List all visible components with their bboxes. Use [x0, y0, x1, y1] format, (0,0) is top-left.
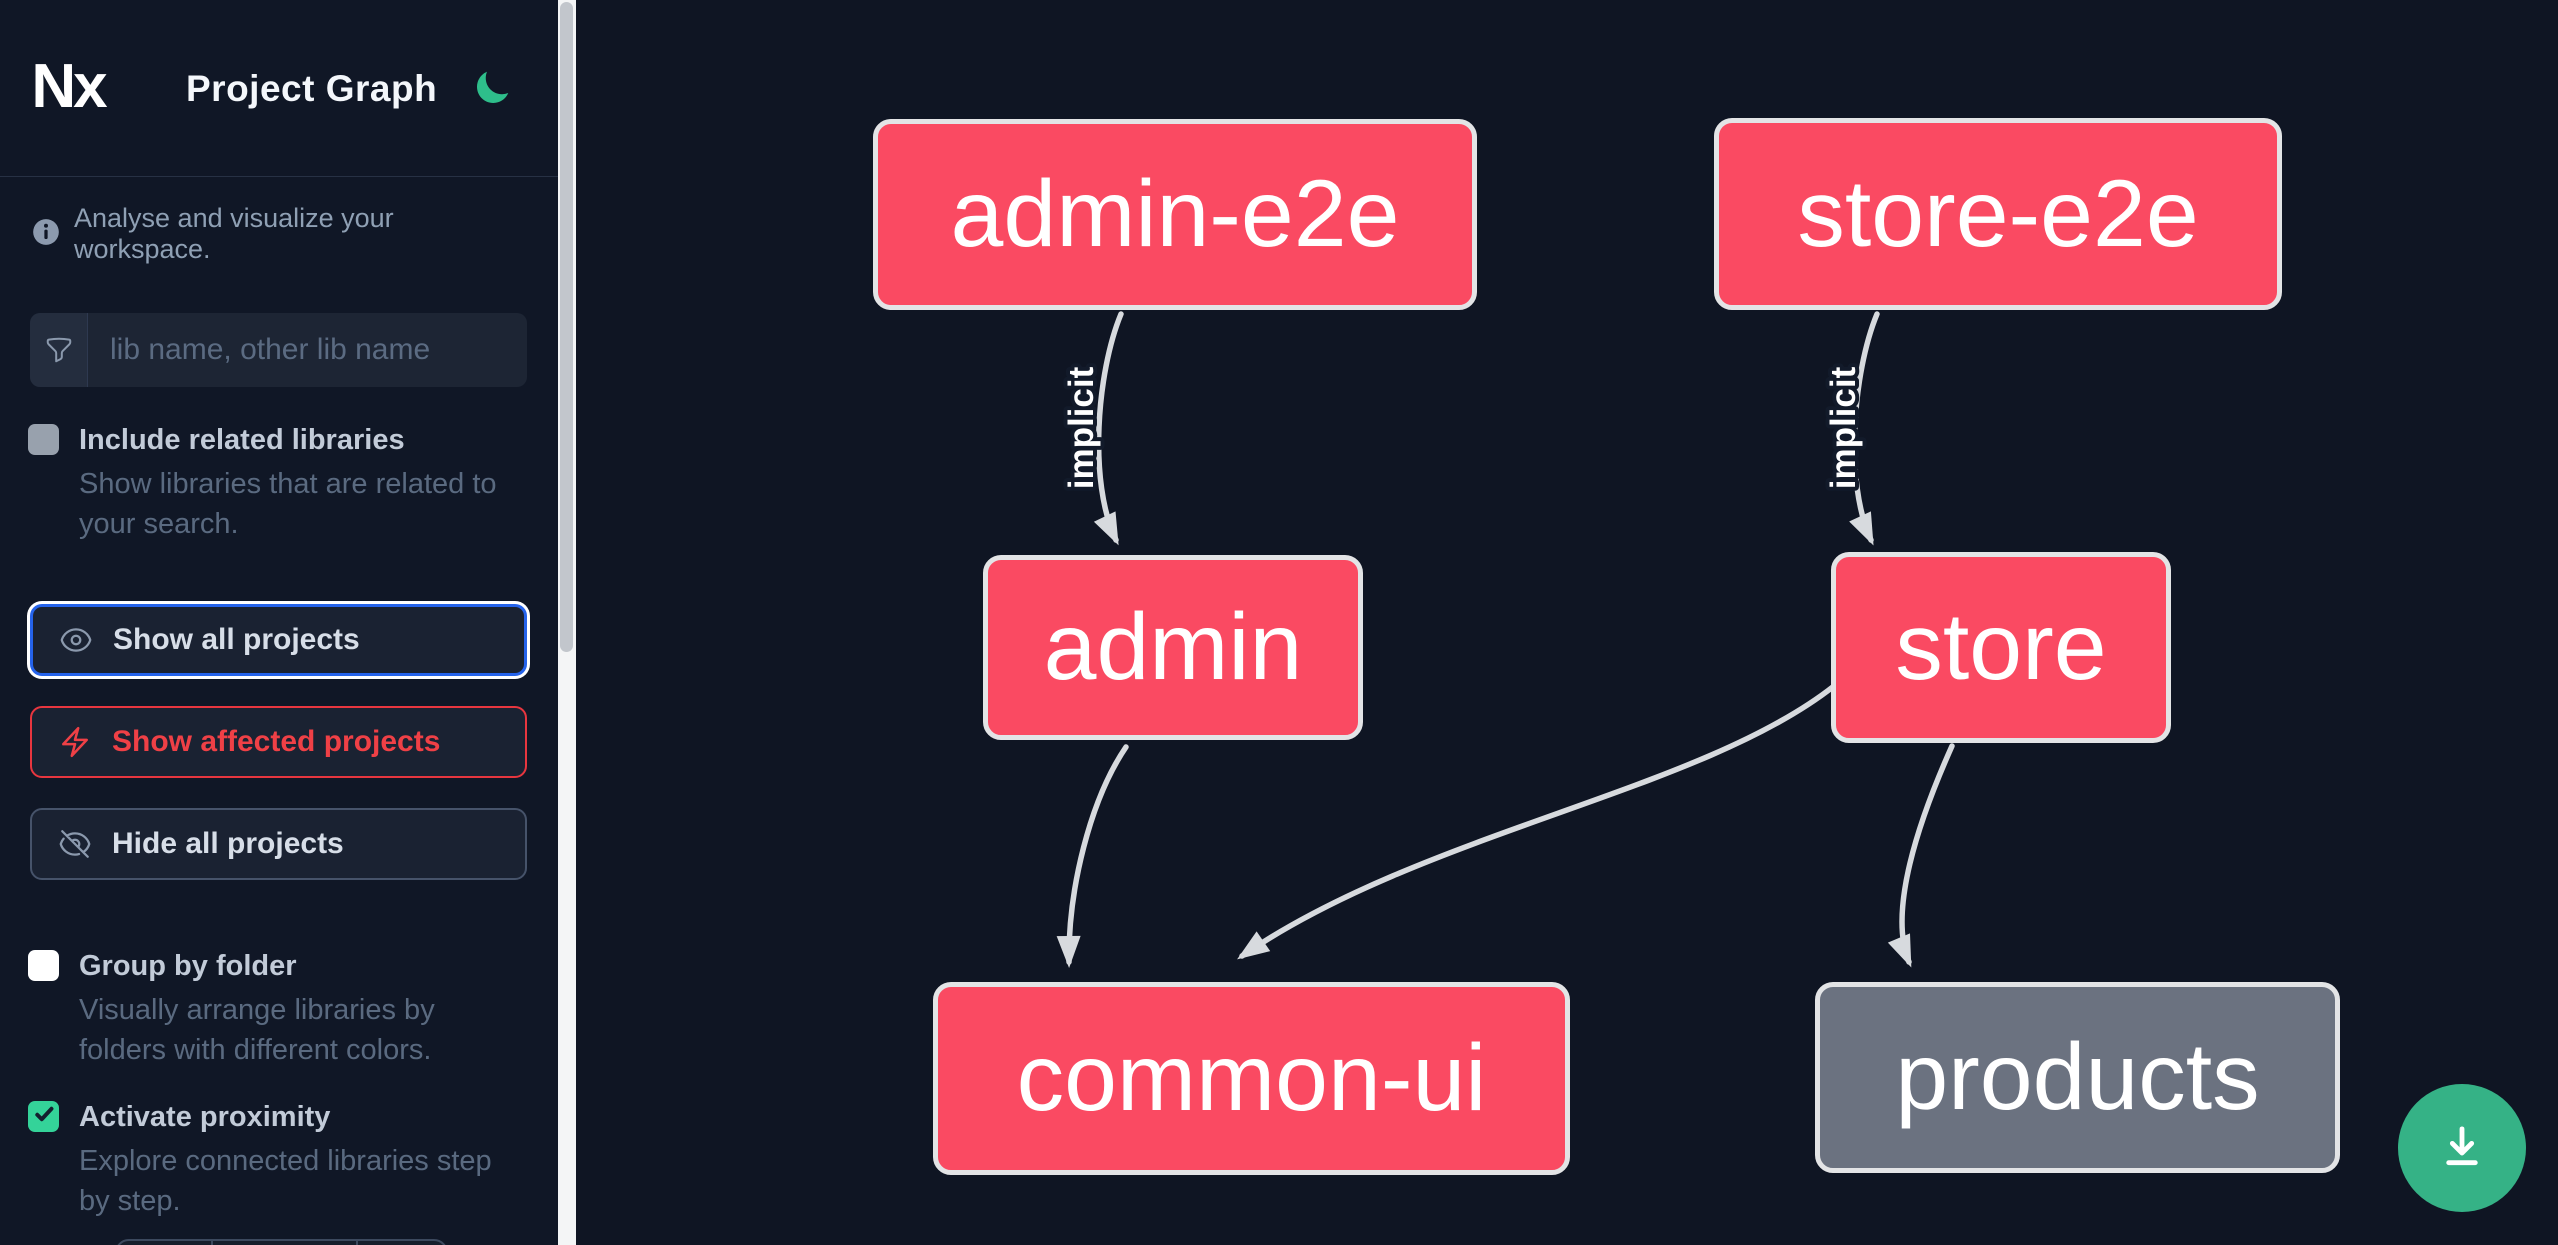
eye-icon [59, 623, 93, 657]
edge-label-implicit-store: implicit [1824, 366, 1863, 489]
show-all-projects-label: Show all projects [113, 623, 360, 656]
proximity-stepper-control[interactable] [115, 1239, 448, 1245]
graph-node-common-ui[interactable]: common-ui [933, 982, 1570, 1175]
group-by-folder-description: Visually arrange libraries by folders wi… [79, 994, 435, 1066]
graph-edges-layer: implicit implicit [1056, 311, 1955, 968]
project-graph-canvas[interactable]: implicit implicit admin-e2e store-e2e ad… [576, 0, 2558, 1245]
node-label: store-e2e [1797, 160, 2199, 267]
eye-slash-icon [58, 827, 92, 861]
node-label: products [1895, 1024, 2260, 1130]
edge-store-e2e-to-store [1849, 311, 1880, 546]
node-label: store [1895, 594, 2107, 700]
page-title: Project Graph [186, 68, 438, 109]
show-all-projects-button[interactable]: Show all projects [30, 604, 527, 676]
edge-label-implicit-admin: implicit [1062, 366, 1101, 489]
workspace-tagline-row: Analyse and visualize your workspace. [32, 203, 532, 265]
info-icon [32, 218, 60, 251]
moon-icon [472, 71, 512, 111]
edge-admin-e2e-to-admin [1093, 311, 1124, 546]
option-include-related: Include related libraries Show libraries… [28, 422, 528, 544]
theme-toggle-button[interactable] [472, 68, 512, 108]
hide-all-projects-label: Hide all projects [112, 827, 344, 860]
show-affected-projects-label: Show affected projects [112, 725, 441, 758]
funnel-icon [30, 313, 88, 387]
bolt-icon [58, 725, 92, 759]
activate-proximity-description: Explore connected libraries step by step… [79, 1145, 492, 1217]
activate-proximity-checkbox[interactable] [28, 1101, 59, 1132]
download-icon [2433, 1118, 2491, 1179]
group-by-folder-checkbox[interactable] [28, 950, 59, 981]
graph-node-products[interactable]: products [1815, 982, 2340, 1173]
include-related-description: Show libraries that are related to your … [79, 468, 497, 540]
sidebar: Nx Project Graph Analyse and visualize y… [0, 0, 576, 1245]
node-label: common-ui [1016, 1025, 1487, 1131]
option-activate-proximity: Activate proximity Explore connected lib… [28, 1099, 528, 1221]
workspace-tagline: Analyse and visualize your workspace. [74, 203, 394, 264]
sidebar-scrollbar-track[interactable] [558, 0, 576, 1245]
download-image-button[interactable] [2398, 1084, 2526, 1212]
sidebar-header: Nx Project Graph [0, 0, 558, 177]
edge-store-to-products [1887, 743, 1955, 968]
graph-node-store[interactable]: store [1831, 552, 2171, 743]
option-group-by-folder: Group by folder Visually arrange librari… [28, 948, 528, 1070]
activate-proximity-label[interactable]: Activate proximity [79, 1101, 331, 1133]
show-affected-projects-button[interactable]: Show affected projects [30, 706, 527, 778]
edge-store-to-common-ui [1237, 683, 1837, 960]
include-related-checkbox[interactable] [28, 424, 59, 455]
sidebar-scrollbar-thumb[interactable] [560, 2, 573, 652]
edge-admin-to-common-ui [1056, 744, 1129, 968]
node-label: admin [1043, 594, 1303, 700]
nx-logo: Nx [30, 51, 107, 121]
nx-logo-text: Nx [31, 51, 107, 121]
node-label: admin-e2e [950, 161, 1400, 267]
hide-all-projects-button[interactable]: Hide all projects [30, 808, 527, 880]
graph-node-admin[interactable]: admin [983, 555, 1363, 740]
search-box [30, 313, 527, 387]
graph-node-admin-e2e[interactable]: admin-e2e [873, 119, 1477, 310]
graph-node-store-e2e[interactable]: store-e2e [1714, 118, 2282, 310]
include-related-label[interactable]: Include related libraries [79, 424, 405, 456]
search-input[interactable] [88, 313, 527, 387]
checkmark-icon [32, 1102, 56, 1131]
group-by-folder-label[interactable]: Group by folder [79, 950, 297, 982]
